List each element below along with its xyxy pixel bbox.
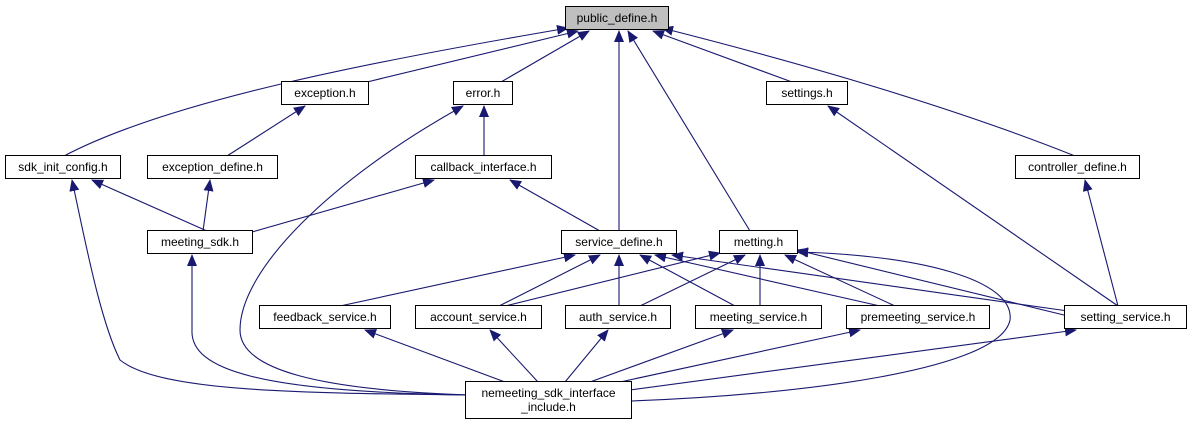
node-auth-service[interactable]: auth_service.h [565, 305, 671, 329]
edge-include-to-meeting-sdk [187, 254, 471, 396]
node-sdk-init-config[interactable]: sdk_init_config.h [5, 155, 121, 179]
node-exception-define[interactable]: exception_define.h [147, 155, 278, 179]
edge-setting-service-to-service-define [671, 251, 1069, 312]
edge-premeeting-service-to-metting [784, 254, 896, 307]
edge-controller-define-to-public-define [661, 25, 1076, 157]
edge-meeting-sdk-to-callback-interface [251, 178, 435, 233]
edge-include-to-setting-service [629, 326, 1077, 391]
edge-setting-service-to-metting [796, 247, 1069, 317]
edge-error-to-public-define [500, 30, 590, 83]
edge-service-define-to-callback-interface [509, 179, 601, 232]
node-settings[interactable]: settings.h [766, 81, 848, 105]
edge-setting-service-to-controller-define [1082, 179, 1119, 307]
node-public-define[interactable]: public_define.h [565, 6, 669, 30]
dependency-edges [63, 24, 1119, 402]
node-meeting-service[interactable]: meeting_service.h [695, 305, 822, 329]
edge-include-to-feedback-service [364, 329, 506, 383]
node-callback-interface[interactable]: callback_interface.h [415, 155, 552, 179]
edge-meeting-service-to-service-define [639, 254, 736, 307]
edge-setting-service-to-settings [827, 105, 1119, 307]
edge-metting-to-public-define [627, 30, 751, 232]
node-metting[interactable]: metting.h [719, 230, 798, 254]
edge-include-to-premeeting-service [619, 327, 861, 383]
edge-include-to-auth-service [564, 329, 609, 383]
node-premeeting-service[interactable]: premeeting_service.h [846, 305, 990, 329]
edge-include-to-meeting-service [589, 329, 734, 383]
node-exception[interactable]: exception.h [281, 81, 369, 105]
edge-exception-to-public-define [366, 28, 579, 83]
edge-exception-define-to-exception [226, 105, 306, 157]
edge-feedback-service-to-service-define [339, 252, 576, 307]
node-service-define[interactable]: service_define.h [561, 230, 677, 254]
edge-meeting-sdk-to-exception-define [202, 179, 214, 232]
node-feedback-service[interactable]: feedback_service.h [259, 305, 391, 329]
node-error[interactable]: error.h [453, 81, 513, 105]
edge-meeting-sdk-to-sdk-init-config [91, 179, 208, 232]
edge-account-service-to-metting [504, 250, 721, 307]
edge-include-to-account-service [489, 329, 539, 383]
edge-account-service-to-service-define [498, 254, 601, 307]
edge-include-to-metting [629, 247, 1011, 402]
node-setting-service[interactable]: setting_service.h [1064, 305, 1187, 329]
node-meeting-sdk[interactable]: meeting_sdk.h [147, 230, 253, 254]
edge-premeeting-service-to-service-define [654, 252, 881, 307]
edge-include-to-error [239, 105, 471, 396]
edge-settings-to-public-define [652, 30, 793, 83]
node-nemeeting-sdk-interface-include[interactable]: nemeeting_sdk_interface _include.h [465, 381, 632, 419]
node-account-service[interactable]: account_service.h [415, 305, 542, 329]
edge-auth-service-to-metting [639, 254, 746, 307]
edge-include-to-sdk-init-config [69, 179, 471, 396]
node-controller-define[interactable]: controller_define.h [1015, 155, 1140, 179]
